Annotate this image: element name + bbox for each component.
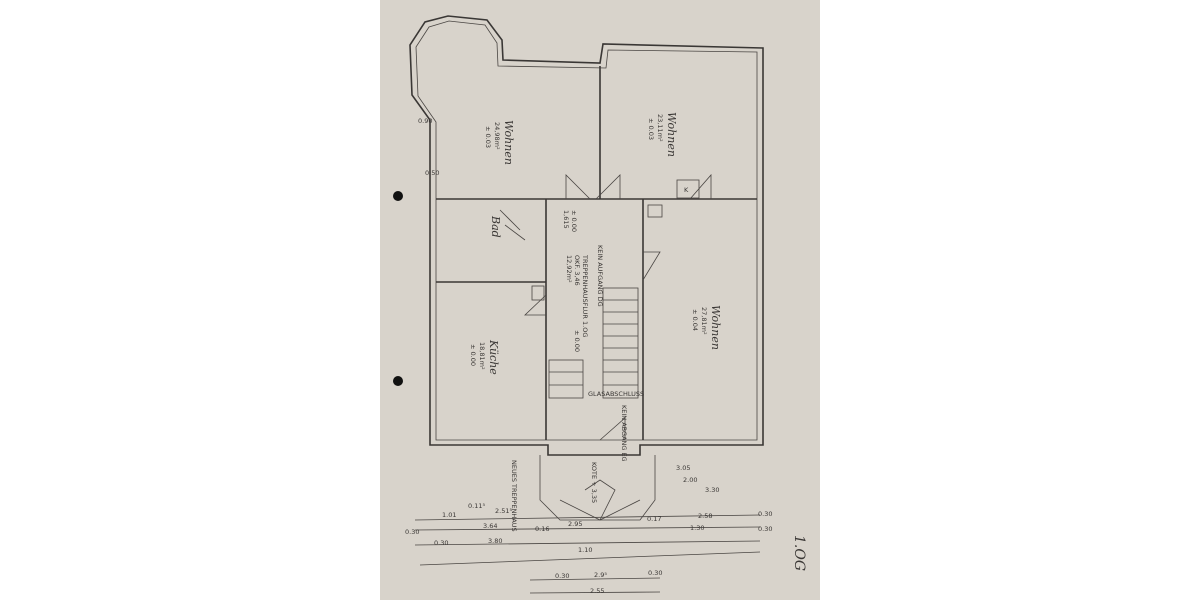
note-kote: KOTE + 3,35 bbox=[590, 462, 598, 503]
note-kein-abgang: KEIN ABGANG EG bbox=[620, 405, 628, 462]
doors bbox=[499, 173, 712, 441]
svg-text:0.30: 0.30 bbox=[758, 525, 772, 533]
svg-text:± 0.03: ± 0.03 bbox=[484, 126, 492, 148]
svg-text:3.64: 3.64 bbox=[483, 522, 497, 530]
svg-text:1.01: 1.01 bbox=[442, 511, 456, 519]
svg-text:Wohnen: Wohnen bbox=[709, 305, 722, 350]
svg-text:2.55: 2.55 bbox=[590, 587, 604, 595]
svg-text:± 0.04: ± 0.04 bbox=[691, 309, 699, 331]
dimension-lines bbox=[414, 514, 761, 594]
svg-text:0.90: 0.90 bbox=[418, 117, 432, 125]
room-label-treppenhaus: TREPPENHAUSFLUR 1.OG OKF. 3,46 12,92m² ±… bbox=[562, 210, 589, 352]
punch-hole bbox=[393, 191, 403, 201]
svg-text:KEIN ABGANG EG: KEIN ABGANG EG bbox=[620, 405, 628, 462]
svg-text:0.30: 0.30 bbox=[555, 572, 569, 580]
svg-text:± 0.03: ± 0.03 bbox=[647, 118, 655, 140]
svg-text:± 0.00: ± 0.00 bbox=[469, 344, 477, 366]
svg-text:0.50: 0.50 bbox=[425, 169, 439, 177]
closet-marker: K bbox=[684, 186, 689, 194]
svg-text:24,98m²: 24,98m² bbox=[493, 122, 501, 150]
room-label-bad: Bad bbox=[489, 215, 502, 238]
floor-label: 1.OG bbox=[791, 535, 807, 571]
svg-text:0.30: 0.30 bbox=[758, 510, 772, 518]
svg-text:0.16: 0.16 bbox=[535, 525, 549, 533]
svg-text:0.30: 0.30 bbox=[434, 539, 448, 547]
svg-text:Bad: Bad bbox=[489, 215, 502, 238]
svg-text:12,92m²: 12,92m² bbox=[565, 255, 573, 283]
dimension-labels: 0.90 0.50 0.11⁵ 1.01 2.51⁵ 3.64 3.80 0.3… bbox=[405, 117, 772, 595]
svg-text:2.00: 2.00 bbox=[683, 476, 697, 484]
note-neues-treppenhaus: NEUES TREPPENHAUS bbox=[510, 460, 518, 532]
svg-text:Wohnen: Wohnen bbox=[665, 112, 678, 157]
svg-text:Küche: Küche bbox=[487, 339, 500, 375]
svg-text:2.95: 2.95 bbox=[568, 520, 582, 528]
svg-text:0.30: 0.30 bbox=[648, 569, 662, 577]
svg-text:0.30: 0.30 bbox=[405, 528, 419, 536]
svg-text:TREPPENHAUSFLUR 1.OG: TREPPENHAUSFLUR 1.OG bbox=[581, 254, 589, 337]
outer-wall bbox=[409, 15, 764, 456]
svg-text:18,81m²: 18,81m² bbox=[478, 342, 486, 370]
svg-text:3.05: 3.05 bbox=[676, 464, 690, 472]
svg-text:KOTE + 3,35: KOTE + 3,35 bbox=[590, 462, 598, 503]
note-kein-aufgang: KEIN AUFGANG DG bbox=[596, 245, 604, 307]
svg-text:0.11⁵: 0.11⁵ bbox=[468, 502, 485, 510]
svg-text:1.30: 1.30 bbox=[690, 524, 704, 532]
svg-text:Wohnen: Wohnen bbox=[502, 120, 515, 165]
svg-text:KEIN AUFGANG DG: KEIN AUFGANG DG bbox=[596, 245, 604, 307]
room-label-wohnen-top-right: Wohnen 23,11m² ± 0.03 bbox=[647, 112, 678, 157]
svg-text:2.9⁵: 2.9⁵ bbox=[594, 571, 607, 579]
svg-text:1,615: 1,615 bbox=[562, 210, 570, 229]
svg-text:27,81m²: 27,81m² bbox=[700, 307, 708, 335]
svg-text:OKF. 3,46: OKF. 3,46 bbox=[573, 255, 581, 286]
inner-wall-line bbox=[415, 20, 758, 441]
svg-text:0.17: 0.17 bbox=[647, 515, 661, 523]
room-label-wohnen-right: Wohnen 27,81m² ± 0.04 bbox=[691, 305, 722, 350]
svg-text:2.58: 2.58 bbox=[698, 512, 712, 520]
punch-hole bbox=[393, 376, 403, 386]
svg-text:3.80: 3.80 bbox=[488, 537, 502, 545]
svg-text:23,11m²: 23,11m² bbox=[656, 114, 664, 142]
svg-text:1.OG: 1.OG bbox=[791, 535, 807, 571]
svg-text:1.10: 1.10 bbox=[578, 546, 592, 554]
note-glasabschluss: GLASABSCHLUSS bbox=[588, 390, 644, 398]
svg-text:NEUES TREPPENHAUS: NEUES TREPPENHAUS bbox=[510, 460, 518, 532]
svg-text:2.51⁵: 2.51⁵ bbox=[495, 507, 512, 515]
stairs bbox=[539, 287, 656, 521]
svg-text:± 0.00: ± 0.00 bbox=[570, 210, 578, 232]
room-label-kueche: Küche 18,81m² ± 0.00 bbox=[469, 339, 500, 375]
svg-text:± 0.00: ± 0.00 bbox=[573, 330, 581, 352]
svg-text:3.30: 3.30 bbox=[705, 486, 719, 494]
room-label-wohnen-left: Wohnen 24,98m² ± 0.03 bbox=[484, 120, 515, 165]
